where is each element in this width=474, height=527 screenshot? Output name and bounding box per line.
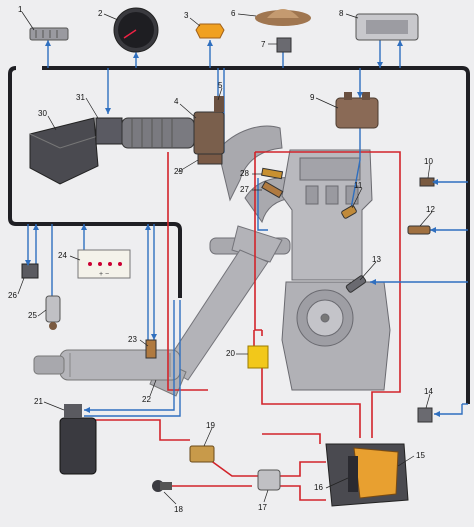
component-19 bbox=[189, 445, 215, 463]
component-31 bbox=[95, 117, 195, 149]
leader-lines bbox=[17, 11, 433, 505]
component-28 bbox=[261, 167, 284, 180]
battery-terminals: + − bbox=[99, 271, 109, 278]
callout-10: 10 bbox=[424, 157, 433, 166]
callout-1: 1 bbox=[18, 5, 23, 14]
component-23 bbox=[145, 339, 157, 359]
component-8 bbox=[355, 13, 419, 41]
callout-30: 30 bbox=[38, 109, 47, 118]
callout-5: 5 bbox=[218, 81, 223, 90]
component-7 bbox=[276, 37, 292, 53]
component-15-16 bbox=[325, 443, 409, 507]
callout-13: 13 bbox=[372, 255, 381, 264]
callout-4: 4 bbox=[174, 97, 179, 106]
component-12 bbox=[407, 225, 431, 235]
component-10 bbox=[419, 177, 435, 187]
component-11 bbox=[341, 205, 357, 219]
callout-numbers: 1 2 3 4 5 6 7 8 9 10 11 12 13 14 15 16 1… bbox=[8, 5, 435, 514]
callout-29: 29 bbox=[174, 167, 183, 176]
component-13 bbox=[345, 275, 367, 293]
callout-16: 16 bbox=[314, 483, 323, 492]
arrowheads bbox=[25, 40, 440, 417]
callout-2: 2 bbox=[98, 9, 103, 18]
component-1 bbox=[29, 27, 69, 41]
component-20 bbox=[247, 345, 269, 369]
callout-19: 19 bbox=[206, 421, 215, 430]
component-4-5 bbox=[193, 96, 225, 155]
component-24: + − bbox=[77, 249, 131, 279]
callout-25: 25 bbox=[28, 311, 37, 320]
component-30 bbox=[29, 117, 99, 185]
callout-15: 15 bbox=[416, 451, 425, 460]
component-26 bbox=[21, 263, 39, 279]
callout-18: 18 bbox=[174, 505, 183, 514]
callout-8: 8 bbox=[339, 9, 344, 18]
callout-6: 6 bbox=[231, 9, 236, 18]
component-6 bbox=[255, 9, 311, 26]
exhaust-pipe bbox=[33, 349, 187, 397]
component-2 bbox=[113, 7, 159, 53]
component-25 bbox=[45, 295, 61, 330]
component-17 bbox=[257, 469, 281, 491]
callout-31: 31 bbox=[76, 93, 85, 102]
callout-7: 7 bbox=[261, 40, 266, 49]
component-27 bbox=[261, 180, 284, 199]
component-18 bbox=[152, 480, 172, 492]
fuel-lines bbox=[84, 151, 401, 501]
component-14 bbox=[417, 407, 433, 423]
component-21 bbox=[59, 404, 97, 475]
exhaust-manifold bbox=[163, 225, 283, 381]
component-9 bbox=[335, 92, 379, 129]
callout-27: 27 bbox=[240, 185, 249, 194]
component-3 bbox=[195, 23, 225, 39]
wiring-harness bbox=[8, 66, 470, 404]
callout-12: 12 bbox=[426, 205, 435, 214]
callout-28: 28 bbox=[240, 169, 249, 178]
callout-20: 20 bbox=[226, 349, 235, 358]
callout-9: 9 bbox=[310, 93, 315, 102]
callout-3: 3 bbox=[184, 11, 189, 20]
callout-21: 21 bbox=[34, 397, 43, 406]
callout-11: 11 bbox=[354, 181, 363, 190]
callout-26: 26 bbox=[8, 291, 17, 300]
engine-block bbox=[281, 149, 391, 391]
callout-24: 24 bbox=[58, 251, 67, 260]
callout-23: 23 bbox=[128, 335, 137, 344]
callout-14: 14 bbox=[424, 387, 433, 396]
callout-22: 22 bbox=[142, 395, 151, 404]
callout-17: 17 bbox=[258, 503, 267, 512]
